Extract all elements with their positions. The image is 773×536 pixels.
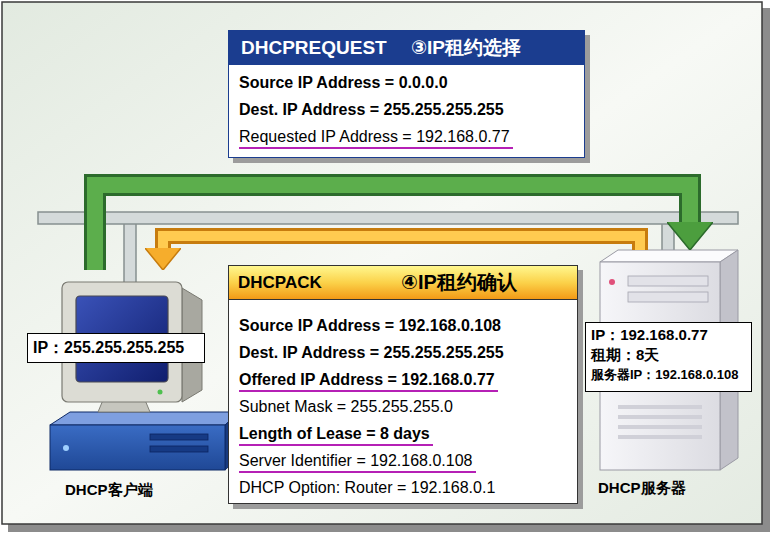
message-type: DHCPREQUEST [241,31,387,64]
field-text: Dest. IP Address = 255.255.255.255 [239,100,507,122]
arrow-body [95,185,690,270]
address-label: 租期：8天 [591,345,659,365]
message-header: DHCPACK ④IP租约确认 [229,266,577,300]
message-step: ④IP租约确认 [401,266,517,299]
field-text: Source IP Address = 192.168.0.108 [239,316,504,338]
host-caption: DHCP服务器 [598,478,686,498]
field-row: Requested IP Address = 192.168.0.77 [239,123,584,150]
bus-joint [663,213,673,223]
arrow-outline [163,236,640,250]
drive-bay [628,276,708,286]
address-label: 服务器IP：192.168.0.108 [591,365,738,385]
host-node: DHCP服务器 IP：192.168.0.77租期：8天服务器IP：192.168… [590,250,740,504]
message-header: DHCPREQUEST ③IP租约选择 [229,31,584,65]
vent [618,405,702,409]
message-body: Source IP Address = 192.168.0.108Dest. I… [229,300,577,501]
vent [618,435,702,439]
field-row: Source IP Address = 0.0.0.0 [239,69,584,96]
field-row: Dest. IP Address = 255.255.255.255 [239,96,584,123]
arrow-body [163,236,640,250]
host-caption: DHCP客户端 [65,480,153,500]
drive-slot [150,446,208,452]
field-row: Subnet Mask = 255.255.255.0 [239,393,577,420]
field-text: Server Identifier = 192.168.0.108 [239,451,476,473]
bus-joint [125,213,135,223]
field-text: Dest. IP Address = 255.255.255.255 [239,343,507,365]
drive-slot [150,434,208,440]
background-frame [2,2,762,524]
field-text: Source IP Address = 0.0.0.0 [239,73,451,95]
flow-arrow [163,236,640,250]
field-text: Subnet Mask = 255.255.255.0 [239,397,456,419]
message-body: Source IP Address = 0.0.0.0Dest. IP Addr… [229,65,584,150]
field-row: Server Identifier = 192.168.0.108 [239,447,577,474]
case-front [50,425,225,470]
field-row: Length of Lease = 8 days [239,420,577,447]
field-row: Dest. IP Address = 255.255.255.255 [239,339,577,366]
power-light [609,279,615,285]
vent [618,425,702,429]
address-label: IP：192.168.0.77 [591,325,708,345]
message-box: DHCPACK④IP租约确认Source IP Address = 192.16… [228,265,578,504]
case-top [50,412,240,425]
monitor-light [158,390,163,395]
message-step: ③IP租约选择 [411,31,521,64]
address-label: IP：255.255.255.255 [33,336,184,360]
field-text: Requested IP Address = 192.168.0.77 [239,127,513,149]
field-text: Offered IP Address = 192.168.0.77 [239,370,498,392]
arrow-outline [95,185,690,270]
tower-top [600,250,738,262]
address-label-box: IP：255.255.255.255 [27,333,205,363]
message-box: DHCPREQUEST③IP租约选择Source IP Address = 0.… [228,30,585,158]
field-text: DHCP Option: Router = 192.168.0.1 [239,478,498,500]
field-row: Offered IP Address = 192.168.0.77 [239,366,577,393]
flow-arrow [95,185,690,270]
field-row: DHCP Option: Router = 192.168.0.1 [239,474,577,501]
vent [618,415,702,419]
field-text: Length of Lease = 8 days [239,424,433,446]
address-label-box: IP：192.168.0.77租期：8天服务器IP：192.168.0.108 [585,322,752,392]
field-row: Source IP Address = 192.168.0.108 [239,312,577,339]
message-type: DHCPACK [238,266,322,299]
client-computer [50,282,240,470]
drive-bay [628,292,708,302]
network-bus [38,212,738,224]
host-node: DHCP客户端IP：255.255.255.255 [40,270,230,504]
power-light [63,445,69,451]
